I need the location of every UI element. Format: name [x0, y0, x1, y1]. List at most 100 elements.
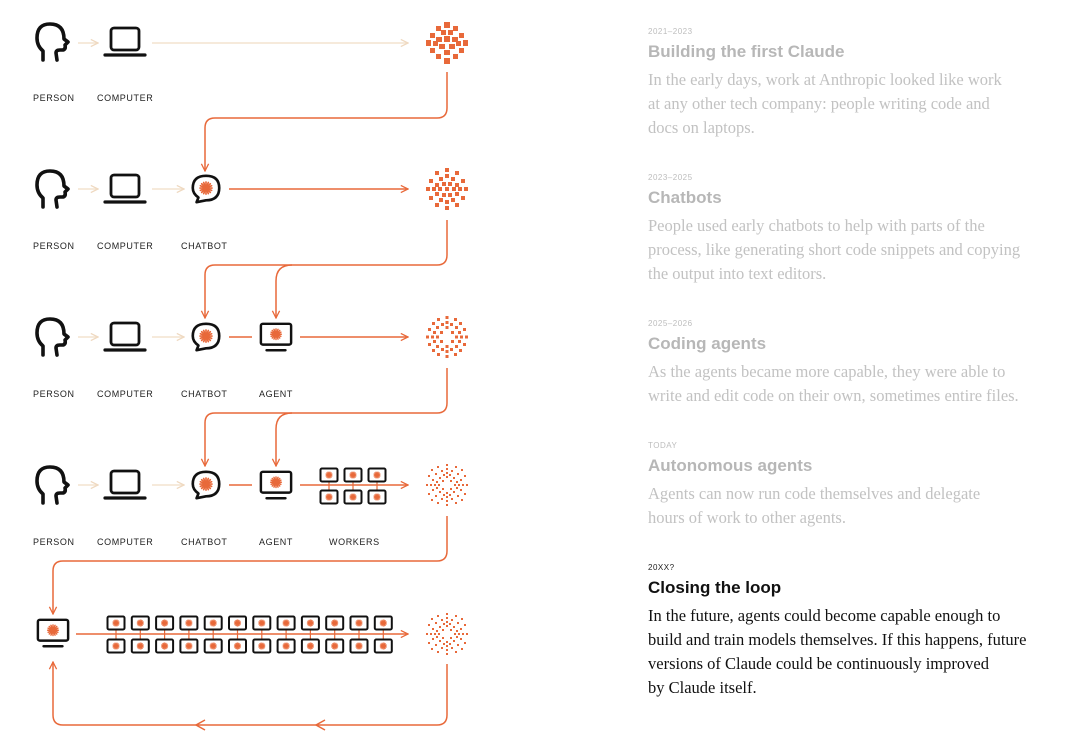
- era-description-line: docs on laptops.: [648, 118, 755, 137]
- label-agent: AGENT: [259, 537, 294, 547]
- chat-bubble-icon: [193, 472, 219, 498]
- head-profile-icon: [35, 22, 70, 62]
- worker-box-icon: [302, 617, 319, 630]
- laptop-icon: [103, 469, 147, 500]
- era-title: Building the first Claude: [648, 42, 845, 61]
- era-period: TODAY: [648, 441, 678, 450]
- worker-box-icon: [326, 640, 343, 653]
- era-description-line: People used early chatbots to help with …: [648, 216, 985, 235]
- era-description-line: write and edit code on their own, someti…: [648, 386, 1019, 405]
- era-title: Chatbots: [648, 188, 722, 207]
- worker-box-icon: [369, 469, 386, 482]
- row-1: [35, 22, 468, 64]
- era-description: In the early days, work at Anthropic loo…: [648, 68, 1073, 140]
- feedback-loop-arrow: [53, 662, 448, 726]
- worker-box-icon: [253, 640, 270, 653]
- monitor-agent-icon: [261, 472, 291, 498]
- worker-box-icon: [253, 617, 270, 630]
- era-description-line: versions of Claude could be continuously…: [648, 654, 989, 673]
- worker-box-icon: [108, 640, 125, 653]
- era-description: As the agents became more capable, they …: [648, 360, 1073, 408]
- era-coding-agents: 2025–2026 Coding agents As the agents be…: [648, 319, 1073, 408]
- era-description-line: In the future, agents could become capab…: [648, 606, 1001, 625]
- worker-box-icon: [351, 617, 368, 630]
- monitor-agent-icon: [261, 324, 291, 350]
- era-period: 2021–2023: [648, 27, 693, 36]
- era-description: Agents can now run code themselves and d…: [648, 482, 1073, 530]
- worker-box-icon: [321, 491, 338, 504]
- era-period: 2023–2025: [648, 173, 693, 182]
- worker-box-icon: [180, 640, 197, 653]
- laptop-icon: [103, 173, 147, 204]
- claude-spark-icon: [426, 316, 468, 358]
- era-description-line: build and train models themselves. If th…: [648, 630, 1027, 649]
- era-period: 2025–2026: [648, 319, 693, 328]
- worker-box-icon: [375, 617, 392, 630]
- era-description-line: hours of work to other agents.: [648, 508, 846, 527]
- era-description-line: by Claude itself.: [648, 678, 757, 697]
- era-description: People used early chatbots to help with …: [648, 214, 1073, 286]
- claude-spark-icon: [426, 464, 468, 506]
- label-person: PERSON: [33, 93, 75, 103]
- worker-box-icon: [326, 617, 343, 630]
- worker-box-icon: [205, 640, 222, 653]
- worker-box-icon: [351, 640, 368, 653]
- era-title: Autonomous agents: [648, 456, 813, 475]
- era-period: 20XX?: [648, 563, 675, 572]
- worker-box-icon: [278, 617, 295, 630]
- label-agent: AGENT: [259, 389, 294, 399]
- head-profile-icon: [35, 465, 70, 505]
- laptop-icon: [103, 26, 147, 57]
- claude-spark-icon: [426, 613, 468, 655]
- label-computer: COMPUTER: [97, 389, 154, 399]
- era-description-line: at any other tech company: people writin…: [648, 94, 990, 113]
- worker-box-icon: [205, 617, 222, 630]
- era-description-line: In the early days, work at Anthropic loo…: [648, 70, 1002, 89]
- worker-box-icon: [278, 640, 295, 653]
- era-description-line: As the agents became more capable, they …: [648, 362, 1006, 381]
- monitor-agent-icon: [38, 620, 68, 646]
- label-person: PERSON: [33, 537, 75, 547]
- era-building-first-claude: 2021–2023 Building the first Claude In t…: [648, 27, 1073, 140]
- worker-box-icon: [108, 617, 125, 630]
- worker-box-icon: [375, 640, 392, 653]
- worker-box-icon: [345, 469, 362, 482]
- label-person: PERSON: [33, 389, 75, 399]
- worker-box-icon: [132, 617, 149, 630]
- evolution-diagram: [35, 22, 468, 731]
- era-description-line: process, like generating short code snip…: [648, 240, 1021, 259]
- claude-spark-icon: [426, 22, 468, 64]
- era-chatbots: 2023–2025 Chatbots People used early cha…: [648, 173, 1073, 286]
- label-chatbot: CHATBOT: [181, 537, 228, 547]
- label-computer: COMPUTER: [97, 93, 154, 103]
- era-autonomous-agents: TODAY Autonomous agents Agents can now r…: [648, 441, 1073, 530]
- worker-box-icon: [156, 640, 173, 653]
- claude-spark-icon: [426, 168, 468, 210]
- worker-box-icon: [321, 469, 338, 482]
- laptop-icon: [103, 321, 147, 352]
- era-title: Coding agents: [648, 334, 767, 353]
- worker-box-icon: [369, 491, 386, 504]
- label-computer: COMPUTER: [97, 537, 154, 547]
- worker-box-icon: [156, 617, 173, 630]
- era-closing-the-loop: 20XX? Closing the loop In the future, ag…: [648, 563, 1073, 700]
- worker-box-icon: [345, 491, 362, 504]
- worker-box-icon: [229, 617, 246, 630]
- label-workers: WORKERS: [329, 537, 380, 547]
- head-profile-icon: [35, 317, 70, 357]
- worker-box-icon: [302, 640, 319, 653]
- chat-bubble-icon: [193, 324, 219, 350]
- head-profile-icon: [35, 169, 70, 209]
- era-title: Closing the loop: [648, 578, 782, 597]
- era-description-line: the output into text editors.: [648, 264, 827, 283]
- row-3: [35, 316, 468, 358]
- row-5: [38, 613, 468, 655]
- label-person: PERSON: [33, 241, 75, 251]
- label-computer: COMPUTER: [97, 241, 154, 251]
- era-description-line: Agents can now run code themselves and d…: [648, 484, 981, 503]
- worker-grid: [108, 617, 392, 653]
- worker-box-icon: [132, 640, 149, 653]
- label-chatbot: CHATBOT: [181, 389, 228, 399]
- row-4: [35, 464, 468, 506]
- row-2: [35, 168, 468, 210]
